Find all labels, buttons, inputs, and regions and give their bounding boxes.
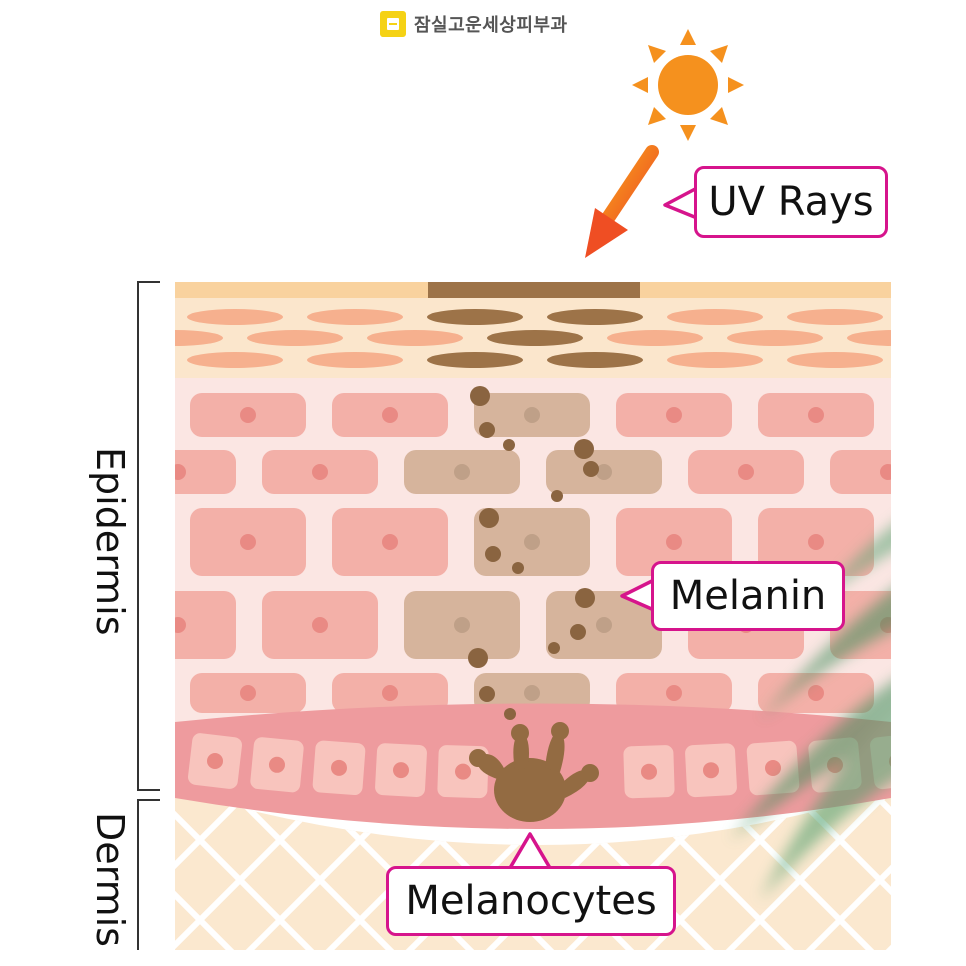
cell-nucleus	[240, 534, 256, 550]
corneum-flake	[547, 309, 643, 325]
clinic-logo-icon	[380, 11, 406, 37]
corneum-flake	[307, 309, 403, 325]
corneum-flake	[307, 352, 403, 368]
cell-nucleus	[240, 407, 256, 423]
melanin-granule	[504, 708, 516, 720]
cell-nucleus	[312, 464, 328, 480]
melanin-granule	[479, 422, 495, 438]
corneum-flake	[187, 352, 283, 368]
basal-nucleus	[641, 763, 657, 780]
melanin-granule	[468, 648, 488, 668]
brand-header: 잠실고운세상피부과	[380, 10, 568, 38]
uv-callout-tail	[663, 186, 699, 220]
melanin-granule	[485, 546, 501, 562]
cell-nucleus	[524, 407, 540, 423]
basal-nucleus	[269, 756, 285, 773]
surface-pigment	[428, 282, 640, 298]
cell-nucleus	[240, 685, 256, 701]
cell-nucleus	[666, 407, 682, 423]
corneum-flake	[427, 309, 523, 325]
uv-rays-callout: UV Rays	[694, 166, 888, 238]
cell-nucleus	[524, 685, 540, 701]
corneum-flake	[907, 309, 966, 325]
corneum-flake	[247, 330, 343, 346]
basal-nucleus	[207, 753, 223, 770]
corneum-flake	[787, 309, 883, 325]
corneum-flake	[547, 352, 643, 368]
melanin-granule	[479, 686, 495, 702]
epidermis-bracket	[137, 281, 160, 791]
melanin-granule	[479, 508, 499, 528]
melanin-callout: Melanin	[651, 561, 845, 631]
skin-cell	[175, 450, 236, 494]
corneum-flake	[187, 309, 283, 325]
melanocyte-icon	[469, 722, 599, 822]
corneum-flake	[487, 330, 583, 346]
basal-nucleus	[889, 756, 891, 767]
corneum-flake	[607, 330, 703, 346]
dermis-label: Dermis	[88, 812, 132, 947]
corneum-flake	[787, 352, 883, 368]
cell-nucleus	[808, 534, 824, 550]
cell-nucleus	[880, 464, 891, 480]
skin-cell	[830, 450, 891, 494]
skin-cell	[175, 591, 236, 659]
sun-icon	[632, 29, 744, 141]
cell-nucleus	[596, 464, 612, 480]
cell-nucleus	[454, 617, 470, 633]
epidermis-label: Epidermis	[88, 447, 132, 636]
melanin-granule	[570, 624, 586, 640]
melanin-granule	[551, 490, 563, 502]
cell-nucleus	[808, 685, 824, 701]
melanin-granule	[574, 439, 594, 459]
cell-nucleus	[312, 617, 328, 633]
brand-name: 잠실고운세상피부과	[414, 15, 568, 36]
corneum-flake	[667, 352, 763, 368]
melanin-granule	[548, 642, 560, 654]
cell-nucleus	[175, 464, 186, 480]
basal-nucleus	[765, 759, 781, 776]
cell-nucleus	[524, 534, 540, 550]
basal-nucleus	[331, 759, 347, 776]
cell-nucleus	[596, 617, 612, 633]
cell-nucleus	[808, 407, 824, 423]
melanin-granule	[512, 562, 524, 574]
basal-nucleus	[703, 762, 719, 779]
cell-nucleus	[382, 685, 398, 701]
cell-nucleus	[738, 464, 754, 480]
corneum-flake	[907, 352, 966, 368]
uv-arrow-icon	[585, 145, 659, 258]
cell-nucleus	[382, 534, 398, 550]
melanin-granule	[575, 588, 595, 608]
melanin-granule	[503, 439, 515, 451]
melanin-granule	[583, 461, 599, 477]
leaf-icon	[730, 526, 891, 900]
corneum-flake	[847, 330, 891, 346]
cell-nucleus	[382, 407, 398, 423]
cell-nucleus	[175, 617, 186, 633]
corneum-flake	[427, 352, 523, 368]
melanin-granule	[470, 386, 490, 406]
corneum-flake	[175, 330, 223, 346]
corneum-flake	[367, 330, 463, 346]
cell-nucleus	[454, 464, 470, 480]
corneum-flake	[727, 330, 823, 346]
dermis-bracket	[137, 799, 160, 950]
melanocytes-callout: Melanocytes	[386, 866, 676, 936]
corneum-flake	[667, 309, 763, 325]
basal-nucleus	[393, 762, 409, 779]
cell-nucleus	[666, 534, 682, 550]
basal-nucleus	[455, 763, 471, 780]
cell-nucleus	[666, 685, 682, 701]
